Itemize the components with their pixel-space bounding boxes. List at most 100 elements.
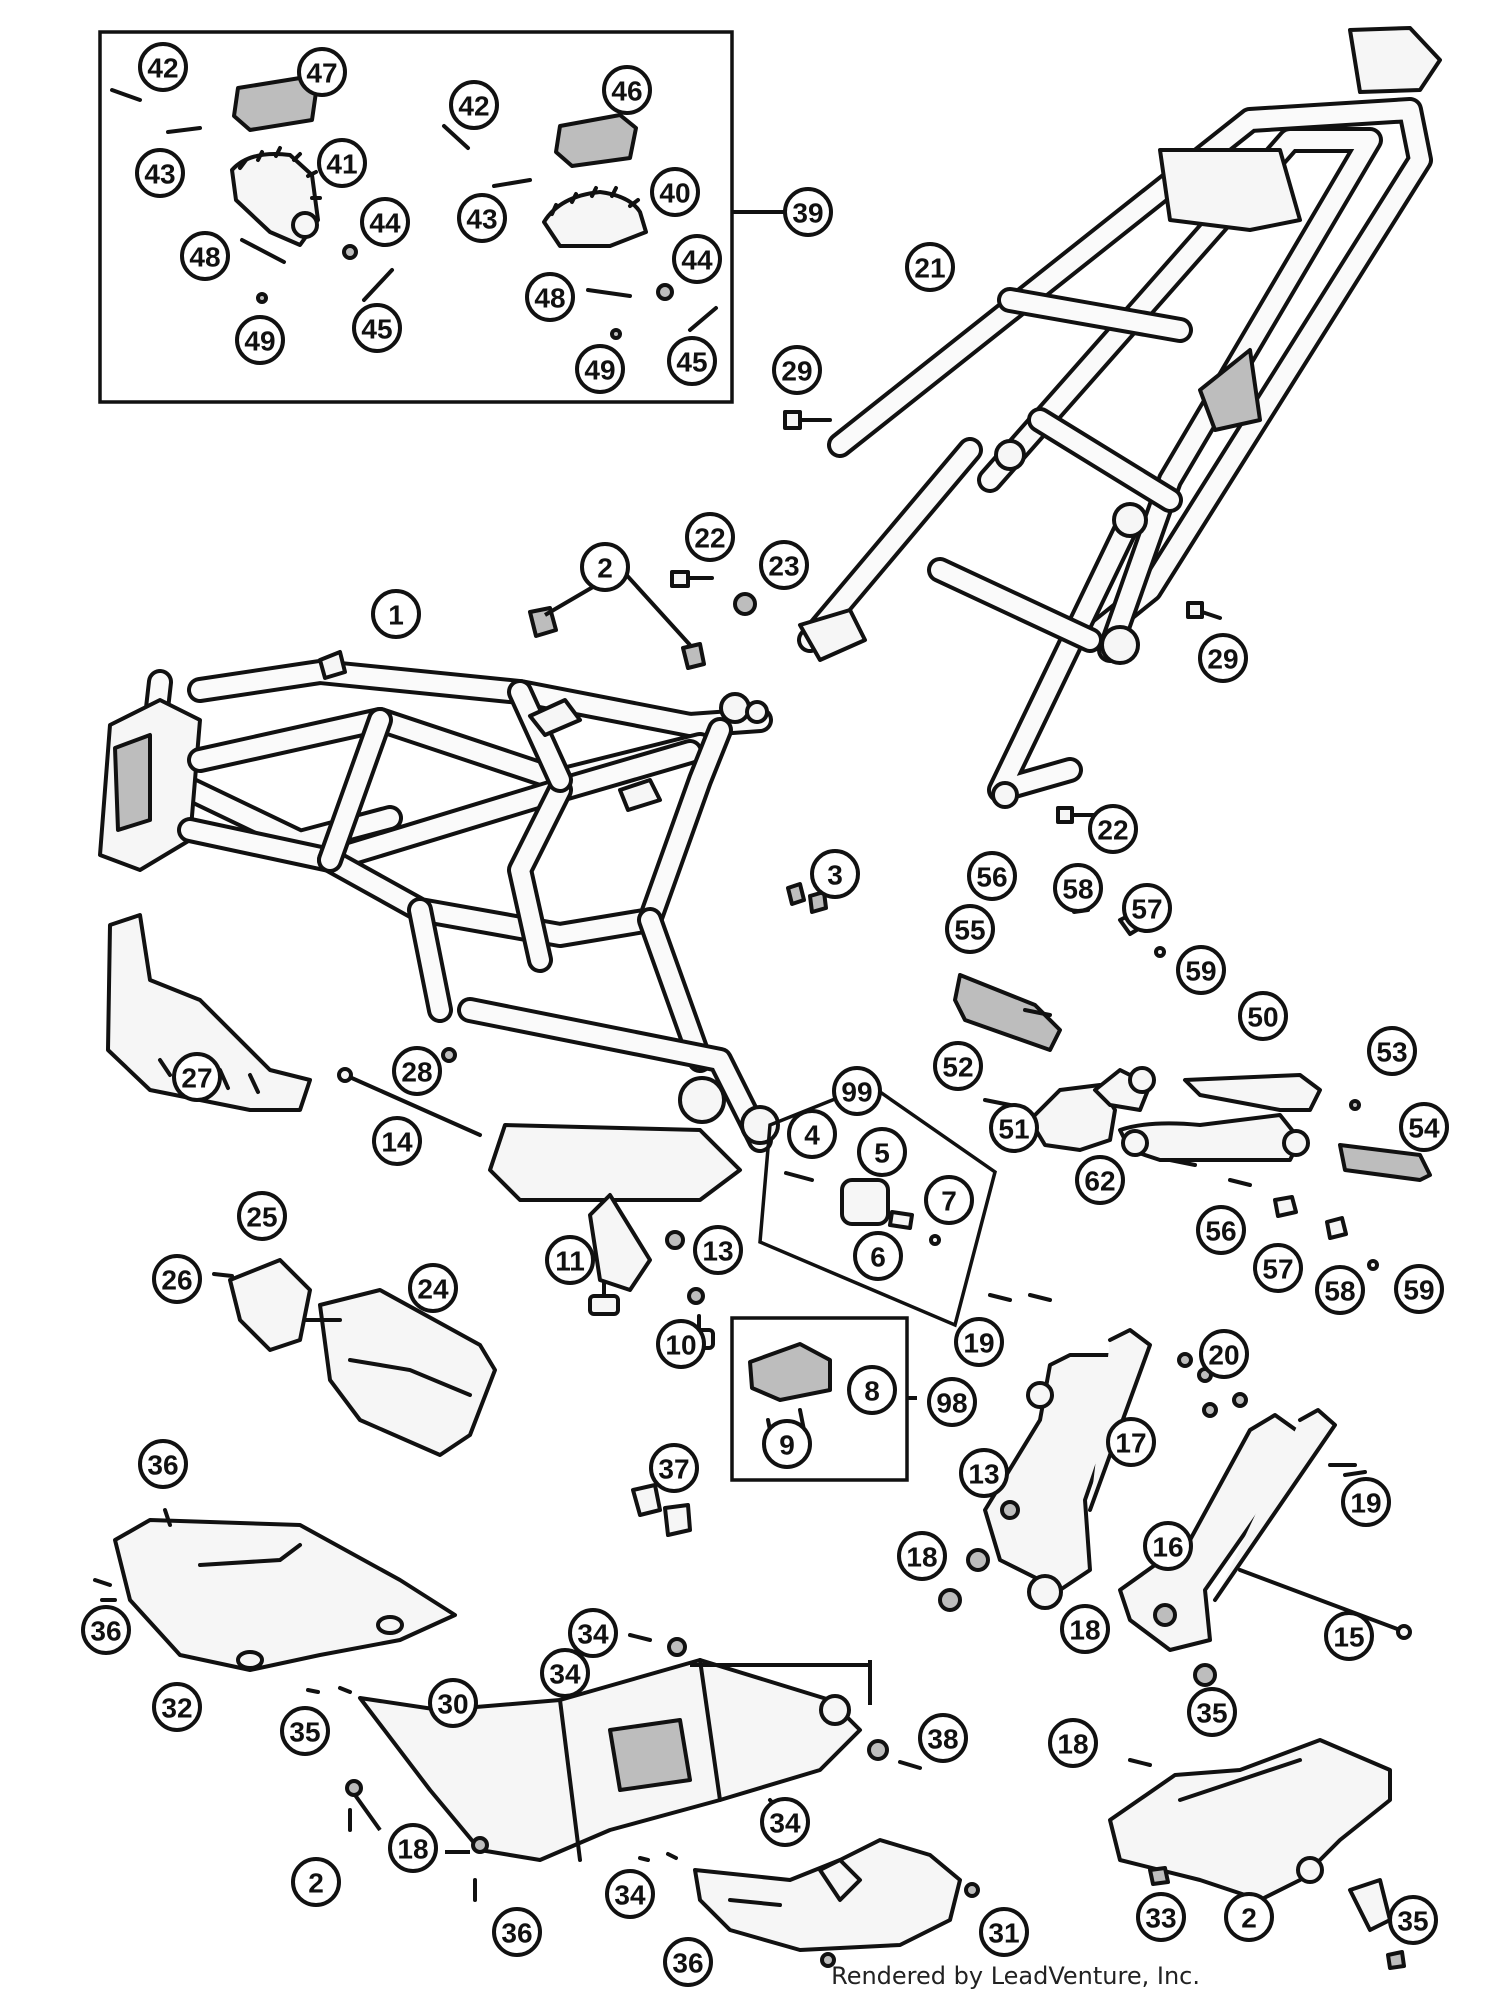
callout-label: 10 (665, 1330, 696, 1361)
callout-label: 2 (308, 1868, 324, 1899)
callout-label: 32 (161, 1693, 192, 1724)
callout-58: 58 (1315, 1265, 1365, 1315)
callout-label: 44 (369, 208, 401, 239)
callout-11: 11 (545, 1235, 595, 1285)
callout-label: 43 (144, 159, 175, 190)
callout-label: 35 (1196, 1698, 1227, 1729)
callout-label: 62 (1084, 1166, 1115, 1197)
callout-1: 1 (371, 589, 421, 639)
callout-label: 98 (936, 1388, 967, 1419)
callout-36: 36 (663, 1937, 713, 1987)
callout-label: 26 (161, 1265, 192, 1296)
callout-label: 6 (870, 1242, 886, 1273)
callout-42: 42 (138, 42, 188, 92)
callout-3: 3 (810, 849, 860, 899)
callout-label: 57 (1262, 1254, 1293, 1285)
render-credit: Rendered by LeadVenture, Inc. (831, 1962, 1200, 1990)
callout-label: 18 (906, 1542, 937, 1573)
callout-47: 47 (297, 47, 347, 97)
callout-4: 4 (787, 1109, 837, 1159)
callout-label: 18 (1069, 1615, 1100, 1646)
callout-label: 17 (1115, 1428, 1146, 1459)
callout-34: 34 (540, 1648, 590, 1698)
callout-13: 13 (959, 1448, 1009, 1498)
footpeg-left-top (110, 76, 394, 304)
callout-label: 46 (611, 76, 642, 107)
callout-label: 29 (781, 356, 812, 387)
callout-label: 39 (792, 198, 823, 229)
callout-label: 42 (458, 91, 489, 122)
callout-label: 54 (1408, 1113, 1440, 1144)
callout-label: 99 (841, 1077, 872, 1108)
callout-41: 41 (317, 138, 367, 188)
callout-6: 6 (853, 1231, 903, 1281)
callout-label: 36 (90, 1616, 121, 1647)
callout-label: 13 (968, 1459, 999, 1490)
callout-label: 36 (672, 1948, 703, 1979)
callout-label: 9 (779, 1430, 795, 1461)
callout-29: 29 (772, 345, 822, 395)
callout-label: 55 (954, 915, 985, 946)
callout-label: 35 (289, 1717, 320, 1748)
callout-33: 33 (1136, 1892, 1186, 1942)
callout-28: 28 (392, 1046, 442, 1096)
callout-label: 45 (361, 314, 392, 345)
callout-62: 62 (1075, 1155, 1125, 1205)
callout-10: 10 (656, 1319, 706, 1369)
chain-guard-33 (1108, 1738, 1406, 1970)
callout-49: 49 (235, 315, 285, 365)
callout-label: 44 (681, 245, 713, 276)
callout-2: 2 (291, 1857, 341, 1907)
callout-label: 1 (388, 600, 404, 631)
callout-16: 16 (1143, 1521, 1193, 1571)
callout-label: 19 (963, 1328, 994, 1359)
footpeg-kit-box (98, 30, 794, 404)
callout-40: 40 (650, 167, 700, 217)
callout-13: 13 (693, 1225, 743, 1275)
callout-98: 98 (927, 1377, 977, 1427)
callout-label: 8 (864, 1376, 880, 1407)
callout-35: 35 (1187, 1687, 1237, 1737)
callout-label: 15 (1333, 1622, 1364, 1653)
callout-30: 30 (428, 1678, 478, 1728)
callout-7: 7 (924, 1175, 974, 1225)
clips-37 (631, 1483, 692, 1537)
callout-label: 18 (1057, 1729, 1088, 1760)
callout-label: 58 (1062, 874, 1093, 905)
long-bolt-14 (343, 1073, 482, 1137)
callout-label: 28 (401, 1057, 432, 1088)
callout-44: 44 (360, 197, 410, 247)
callout-label: 21 (914, 253, 945, 284)
callout-58: 58 (1053, 863, 1103, 913)
spacers-18-13 (938, 1500, 1020, 1612)
callout-label: 2 (597, 553, 613, 584)
frame-hardware (441, 410, 1222, 1063)
callout-label: 58 (1324, 1276, 1355, 1307)
callout-45: 45 (667, 336, 717, 386)
callout-label: 34 (577, 1619, 609, 1650)
side-cover-24 (212, 1258, 497, 1457)
callout-label: 49 (584, 355, 615, 386)
callout-26: 26 (152, 1254, 202, 1304)
callout-label: 42 (147, 53, 178, 84)
callout-34: 34 (568, 1608, 618, 1658)
callout-18: 18 (388, 1823, 438, 1873)
callout-label: 27 (181, 1063, 212, 1094)
callout-label: 40 (659, 178, 690, 209)
callout-53: 53 (1367, 1026, 1417, 1076)
callout-label: 56 (976, 862, 1007, 893)
callout-20: 20 (1199, 1329, 1249, 1379)
callout-45: 45 (352, 303, 402, 353)
callout-label: 57 (1131, 894, 1162, 925)
callout-18: 18 (1048, 1718, 1098, 1768)
callout-label: 49 (244, 326, 275, 357)
callout-25: 25 (237, 1191, 287, 1241)
callout-label: 14 (381, 1127, 413, 1158)
callout-label: 53 (1376, 1037, 1407, 1068)
callout-label: 30 (437, 1689, 468, 1720)
callout-14: 14 (372, 1116, 422, 1166)
callout-59: 59 (1176, 945, 1226, 995)
main-frame (98, 650, 780, 1292)
